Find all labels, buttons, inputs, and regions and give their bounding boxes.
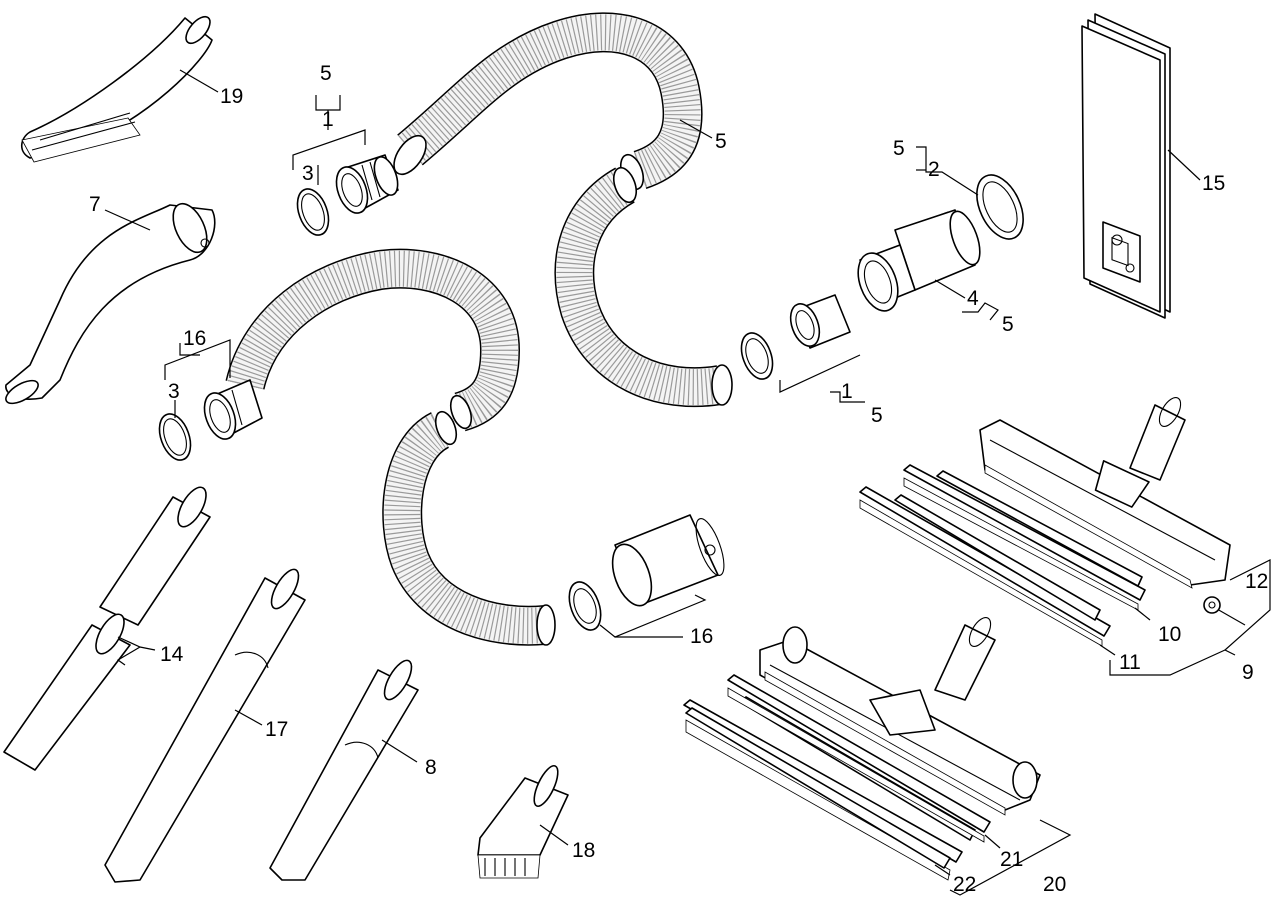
hose-connector-lower — [203, 379, 263, 440]
floor-nozzle-wheeled — [759, 617, 1041, 816]
long-crevice-nozzle — [104, 568, 306, 883]
clip-right — [740, 332, 774, 380]
filter-bag — [1081, 13, 1171, 319]
leader-lines — [104, 69, 1271, 896]
callout-16-lower: 16 — [690, 625, 713, 648]
callout-labels: 19 7 5 1 3 5 5 2 15 4 5 16 3 1 5 12 10 1… — [89, 62, 1268, 896]
hose-sleeve — [611, 514, 725, 607]
hose-connector-upper — [335, 154, 399, 214]
elbow-adapter — [857, 209, 981, 312]
sealing-ring — [976, 174, 1024, 240]
callout-2: 2 — [928, 158, 940, 181]
callout-18: 18 — [572, 839, 595, 862]
callout-5-hose: 5 — [715, 130, 727, 153]
callout-11: 11 — [1119, 651, 1141, 674]
callout-3-upper: 3 — [302, 162, 314, 185]
upper-suction-hose — [393, 12, 733, 408]
callout-22: 22 — [953, 873, 976, 896]
bent-handle-tube — [5, 202, 216, 405]
callout-16-upper: 16 — [183, 327, 206, 350]
bayonet-clip-upper — [296, 188, 330, 236]
callout-4: 4 — [967, 287, 979, 310]
callout-10: 10 — [1158, 623, 1181, 646]
callout-15: 15 — [1202, 172, 1225, 195]
callout-14: 14 — [160, 643, 184, 666]
clip-lower-middle — [568, 581, 602, 631]
reducer-sleeve — [789, 294, 851, 349]
callout-3-lower: 3 — [168, 380, 180, 403]
strip-set-10 — [903, 464, 1146, 611]
strip-set-21 — [727, 674, 991, 843]
callout-9: 9 — [1242, 661, 1254, 684]
bayonet-clip-lower — [158, 413, 192, 461]
extension-tubes — [3, 486, 211, 771]
upholstery-brush — [477, 764, 569, 879]
callout-17: 17 — [265, 718, 288, 741]
strip-set-22 — [683, 699, 963, 881]
wheel-axle — [1203, 596, 1246, 626]
callout-5-right: 5 — [871, 404, 883, 427]
callout-1-right: 1 — [841, 380, 853, 403]
callout-8: 8 — [425, 756, 437, 779]
callout-1-upper-left: 1 — [322, 108, 334, 131]
strip-set-11 — [859, 486, 1111, 647]
callout-5-upper-left: 5 — [320, 62, 332, 85]
callout-5-ring: 5 — [893, 137, 905, 160]
callout-5-elbow: 5 — [1002, 313, 1014, 336]
floor-nozzle-standard — [979, 397, 1231, 589]
callout-7: 7 — [89, 193, 101, 216]
lower-suction-hose — [225, 248, 556, 646]
callout-20: 20 — [1043, 873, 1066, 896]
round-brush — [20, 15, 213, 163]
callout-21: 21 — [1000, 848, 1023, 871]
callout-12: 12 — [1245, 570, 1268, 593]
short-crevice-nozzle — [269, 659, 419, 881]
callout-19: 19 — [220, 85, 243, 108]
